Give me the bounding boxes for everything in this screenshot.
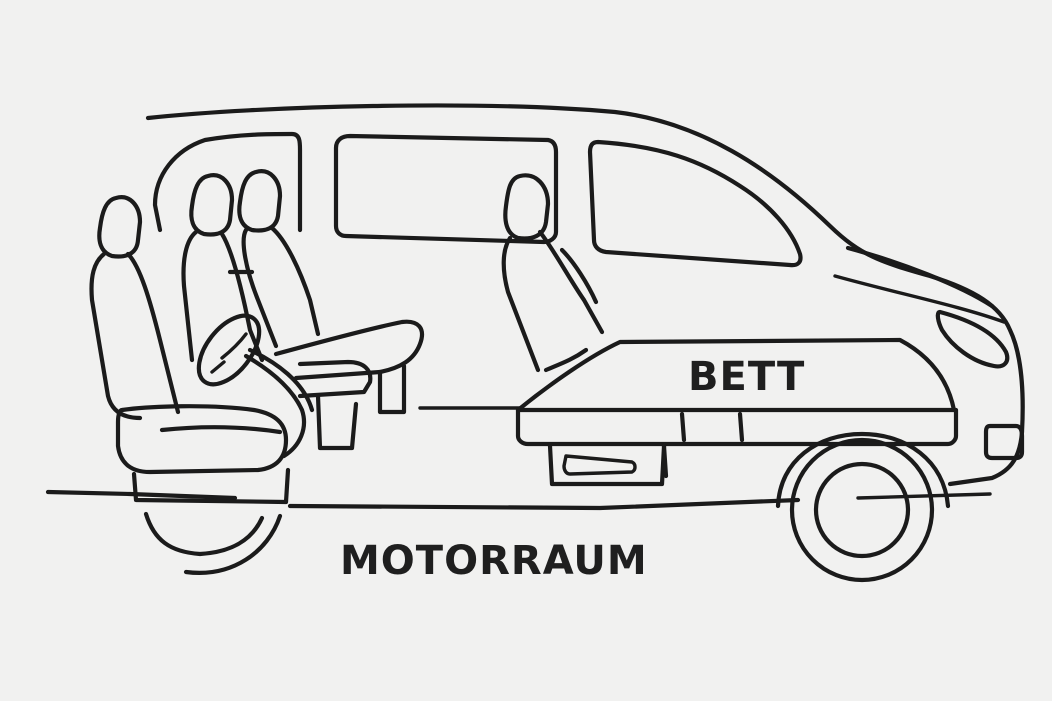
van-windows: [152, 131, 803, 268]
bed-platform-icon: [515, 337, 959, 487]
van-body: [45, 103, 1025, 511]
headlight-icon: [935, 309, 1025, 461]
bed-label: BETT: [688, 354, 806, 400]
driver-seat-icon: [89, 195, 291, 505]
passenger-seat-icon: [181, 169, 425, 451]
rear-wheel-arc-icon: [143, 511, 283, 575]
front-wheel-icon: [775, 431, 951, 583]
engine-bay-label: MOTORRAUM: [340, 538, 648, 584]
side-seat-icon: [501, 173, 605, 373]
